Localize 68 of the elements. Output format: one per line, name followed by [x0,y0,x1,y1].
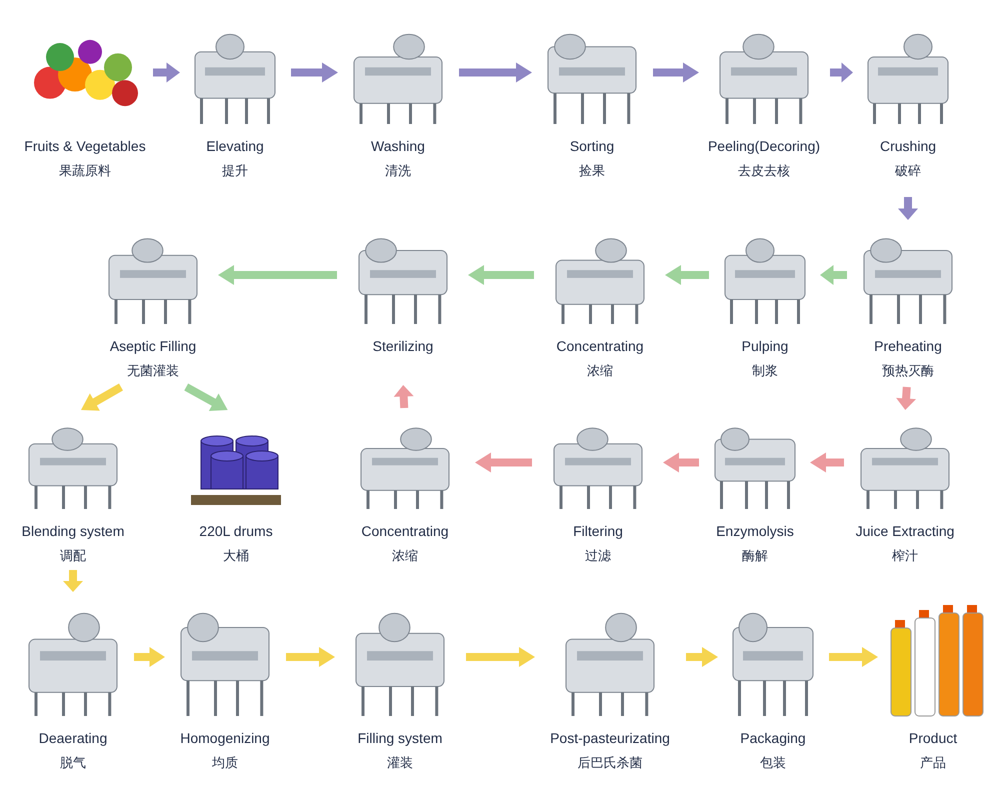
arrow [686,647,718,667]
arrow [153,62,180,82]
step-label-chinese: 包装 [759,755,787,772]
step-label-chinese: 果蔬原料 [58,163,112,180]
step-label-chinese: 清洗 [384,163,412,180]
step-label-chinese: 产品 [919,755,947,772]
step-label-chinese: 均质 [211,755,239,772]
step-label: Homogenizing [179,730,271,746]
arrow [286,647,335,667]
step-label-chinese: 去皮去核 [737,163,791,180]
step-label: Post-pasteurizating [549,730,671,746]
step-label: Packaging [739,730,807,746]
arrow [81,384,123,411]
step-label-chinese: 大桶 [222,548,250,565]
step-label: Washing [370,138,426,154]
arrow [394,385,414,408]
arrow [291,62,338,82]
arrow [820,265,847,285]
arrow [475,452,532,472]
step-label-chinese: 后巴氏杀菌 [576,755,644,772]
step-label-chinese: 捡果 [578,163,606,180]
step-label-chinese: 无菌灌装 [126,363,180,380]
step-label: Filtering [572,523,624,539]
step-label: Blending system [20,523,126,539]
step-label-chinese: 调配 [59,548,87,565]
step-label-chinese: 酶解 [741,548,769,565]
arrow [830,62,853,82]
step-label: Juice Extracting [854,523,956,539]
arrow [810,452,844,472]
arrow [63,570,83,592]
step-label: Crushing [878,138,938,154]
arrow [134,647,165,667]
arrow [468,265,534,285]
step-label: Aseptic Filling [108,338,198,354]
arrow [663,452,699,472]
arrow [653,62,699,82]
step-label: Sorting [568,138,616,154]
step-label: Sterilizing [372,338,434,354]
step-label-chinese: 预热灭酶 [881,363,935,380]
step-label-chinese: 脱气 [59,755,87,772]
step-label-chinese: 浓缩 [586,363,614,380]
step-label-chinese: 过滤 [584,548,612,565]
step-label-chinese: 榨汁 [891,548,919,565]
step-label: Pulping [740,338,790,354]
step-label-chinese: 制浆 [751,363,779,380]
step-label-chinese: 浓缩 [391,548,419,565]
step-label: Preheating [873,338,943,354]
step-label: Peeling(Decoring) [706,138,822,154]
step-label-chinese: 破碎 [894,163,922,180]
arrow [466,647,535,667]
step-label: Product [908,730,958,746]
step-label: Enzymolysis [715,523,795,539]
step-label: Fruits & Vegetables [23,138,147,154]
step-label-chinese: 灌装 [386,755,414,772]
step-label: 220L drums [198,523,274,539]
arrow [896,386,916,410]
step-label: Concentrating [360,523,450,539]
arrow [898,197,918,220]
arrow [829,647,878,667]
step-label: Elevating [205,138,265,154]
step-label: Deaerating [38,730,108,746]
step-label: Concentrating [555,338,645,354]
step-label: Filling system [356,730,444,746]
step-label-chinese: 提升 [221,163,249,180]
arrow [665,265,709,285]
arrow [218,265,337,285]
arrow [459,62,532,82]
arrow [184,384,228,411]
